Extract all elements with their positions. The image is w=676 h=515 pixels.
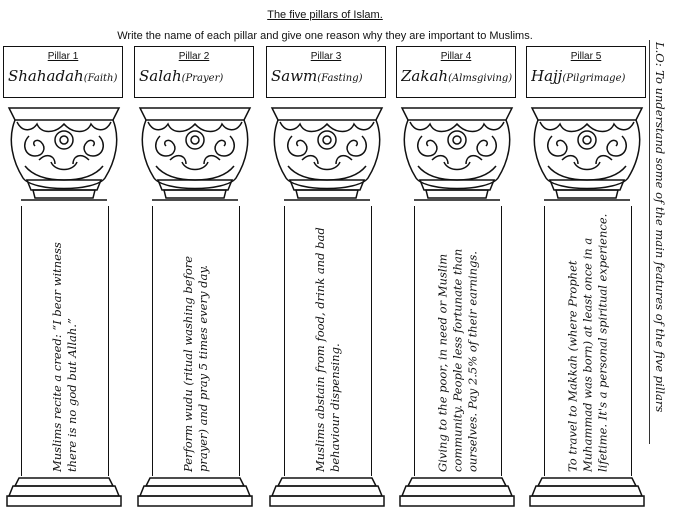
pillar-capital bbox=[266, 100, 388, 204]
pillar-base bbox=[3, 476, 125, 510]
pillar-column-2: Pillar 2 Salah(Prayer) Perform wudu (rit… bbox=[134, 46, 256, 507]
pillar-reason: Muslims recite a creed: “I bear witness … bbox=[50, 242, 79, 472]
pillar-base-drawing bbox=[137, 477, 253, 507]
pillar-capital bbox=[3, 100, 125, 204]
pillar-base bbox=[396, 476, 518, 510]
pillar-base bbox=[266, 476, 388, 510]
pillar-capital-drawing bbox=[270, 107, 384, 201]
pillar-number: Pillar 4 bbox=[440, 51, 472, 62]
pillar-name: Hajj(Pilgrimage) bbox=[531, 67, 643, 85]
pillar-name-text: Shahadah bbox=[8, 67, 84, 85]
pillar-label-box: Pillar 3 Sawm(Fasting) bbox=[266, 46, 386, 98]
pillar-name-translation: (Fasting) bbox=[317, 73, 363, 84]
pillar-shaft: To travel to Makkah (where Prophet Muham… bbox=[544, 206, 632, 476]
pillar-name-text: Salah bbox=[139, 67, 182, 85]
pillar-column-3: Pillar 3 Sawm(Fasting) Muslims abstain f… bbox=[266, 46, 388, 507]
pillar-base-drawing bbox=[269, 477, 385, 507]
pillar-name-translation: (Faith) bbox=[83, 73, 118, 84]
worksheet-title: The five pillars of Islam. bbox=[267, 9, 383, 21]
pillar-base-drawing bbox=[6, 477, 122, 507]
pillar-base-drawing bbox=[529, 477, 645, 507]
pillar-number: Pillar 1 bbox=[47, 51, 79, 62]
pillar-reason: Giving to the poor, in need or Muslim co… bbox=[435, 248, 480, 472]
learning-objective: L.O: To understand some of the main feat… bbox=[653, 42, 667, 413]
pillar-reason: To travel to Makkah (where Prophet Muham… bbox=[565, 213, 610, 472]
pillar-capital-drawing bbox=[138, 107, 252, 201]
pillar-reason: Muslims abstain from food, drink and bad… bbox=[313, 227, 342, 472]
pillar-number: Pillar 3 bbox=[310, 51, 342, 62]
pillar-capital bbox=[396, 100, 518, 204]
pillar-shaft: Muslims abstain from food, drink and bad… bbox=[284, 206, 372, 476]
pillar-shaft: Perform wudu (ritual washing before pray… bbox=[152, 206, 240, 476]
pillar-name-translation: (Almsgiving) bbox=[448, 73, 513, 84]
pillar-label-box: Pillar 2 Salah(Prayer) bbox=[134, 46, 254, 98]
pillar-name-translation: (Prayer) bbox=[181, 73, 224, 84]
pillar-capital bbox=[134, 100, 256, 204]
pillar-name: Shahadah(Faith) bbox=[8, 67, 120, 85]
pillar-capital-drawing bbox=[400, 107, 514, 201]
pillar-capital-drawing bbox=[7, 107, 121, 201]
pillar-base bbox=[134, 476, 256, 510]
pillar-column-4: Pillar 4 Zakah(Almsgiving) Giving to the… bbox=[396, 46, 518, 507]
pillar-base bbox=[526, 476, 648, 510]
worksheet-instruction: Write the name of each pillar and give o… bbox=[117, 30, 533, 42]
pillar-capital bbox=[526, 100, 648, 204]
pillar-name-text: Zakah bbox=[401, 67, 449, 85]
pillar-name-translation: (Pilgrimage) bbox=[562, 73, 626, 84]
pillar-column-1: Pillar 1 Shahadah(Faith) Muslims recite … bbox=[3, 46, 125, 507]
pillar-name: Sawm(Fasting) bbox=[271, 67, 383, 85]
pillar-name: Zakah(Almsgiving) bbox=[401, 67, 513, 85]
pillar-column-5: Pillar 5 Hajj(Pilgrimage) To travel to M… bbox=[526, 46, 648, 507]
pillar-label-box: Pillar 1 Shahadah(Faith) bbox=[3, 46, 123, 98]
pillar-name-text: Hajj bbox=[531, 67, 563, 85]
pillar-capital-drawing bbox=[530, 107, 644, 201]
pillar-reason: Perform wudu (ritual washing before pray… bbox=[181, 255, 210, 472]
pillar-number: Pillar 2 bbox=[178, 51, 210, 62]
pillar-label-box: Pillar 5 Hajj(Pilgrimage) bbox=[526, 46, 646, 98]
pillar-label-box: Pillar 4 Zakah(Almsgiving) bbox=[396, 46, 516, 98]
pillar-name: Salah(Prayer) bbox=[139, 67, 251, 85]
pillar-number: Pillar 5 bbox=[570, 51, 602, 62]
pillar-shaft: Muslims recite a creed: “I bear witness … bbox=[21, 206, 109, 476]
learning-objective-margin: L.O: To understand some of the main feat… bbox=[649, 40, 670, 444]
pillar-base-drawing bbox=[399, 477, 515, 507]
pillar-shaft: Giving to the poor, in need or Muslim co… bbox=[414, 206, 502, 476]
pillar-name-text: Sawm bbox=[271, 67, 318, 85]
